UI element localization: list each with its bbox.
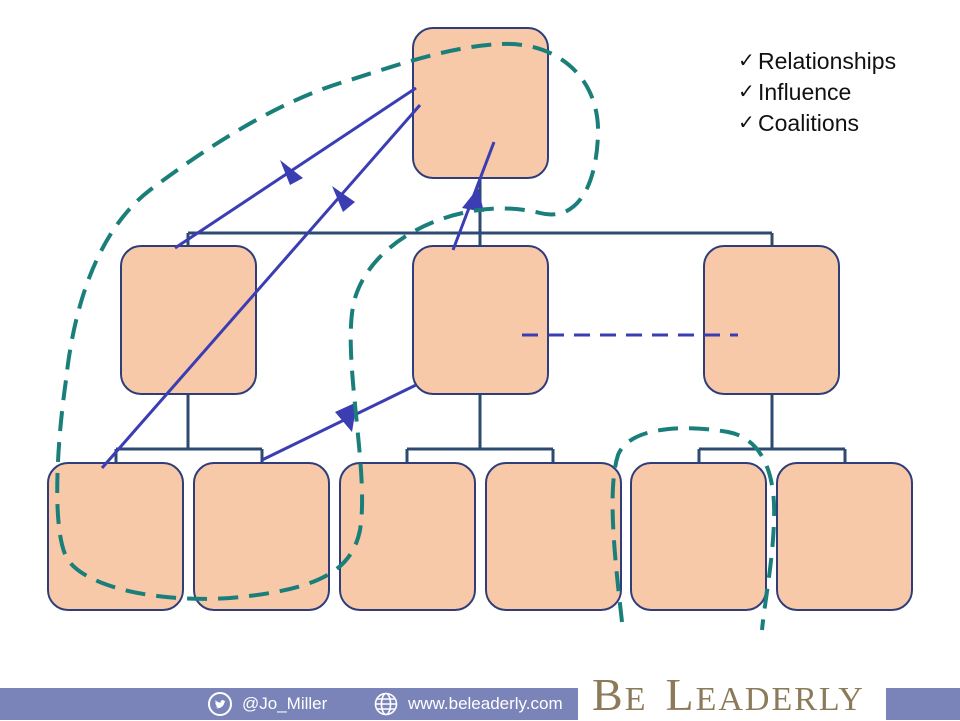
checklist-item: ✓ Relationships [738,46,896,77]
org-box-level3-2 [193,462,330,611]
footer-brand-notch [578,688,886,720]
coalition-outlines [55,41,777,631]
checklist-item-label: Influence [758,79,852,105]
arrow-line-top-to-bottomleft [100,104,422,469]
checklist: ✓ Relationships ✓ Influence ✓ Coalitions [738,46,896,139]
org-box-level3-1 [47,462,184,611]
org-box-level3-3 [339,462,476,611]
arrow-head-middle-to-top [462,188,484,212]
brand-second-initial: L [665,669,696,720]
coalition-outline-small [610,426,777,631]
checkmark-icon: ✓ [738,112,755,134]
website-url: www.beleaderly.com [408,694,563,713]
coalition-outline-large [55,41,601,601]
footer-bar: @Jo_Miller www.beleaderly.com [0,688,960,720]
org-box-level3-6 [776,462,913,611]
globe-icon [374,692,398,716]
arrow-head-top-to-bottomleft [332,186,355,212]
relationship-arrows [100,86,738,469]
org-box-level3-4 [485,462,622,611]
org-box-top [412,27,549,179]
brand-first-initial: B [592,669,625,720]
brand-word-first: BE [592,668,647,721]
org-box-level2-left [120,245,257,395]
brand-second-rest: EADERLY [695,681,865,718]
twitter-icon [208,692,232,716]
arrow-head-middle-to-leaf [335,402,357,432]
org-box-level2-middle [412,245,549,395]
checklist-item: ✓ Influence [738,77,896,108]
checkmark-icon: ✓ [738,50,755,72]
org-box-level2-right [703,245,840,395]
arrow-line-middle-to-leaf [261,383,417,462]
website-link[interactable]: www.beleaderly.com [374,688,563,720]
org-chart-diagram [47,27,913,631]
checklist-item-label: Relationships [758,48,897,74]
brand-logo: BE LEADERLY [592,668,883,720]
arrow-line-top-to-left [174,86,417,250]
checklist-item: ✓ Coalitions [738,108,896,139]
arrow-head-top-to-left [280,160,303,185]
twitter-link[interactable]: @Jo_Miller [208,688,327,720]
brand-word-second: LEADERLY [665,668,864,721]
checkmark-icon: ✓ [738,81,755,103]
brand-first-rest: E [624,681,648,718]
org-connectors [114,178,847,463]
twitter-handle: @Jo_Miller [242,694,328,713]
checklist-item-label: Coalitions [758,110,859,136]
org-box-level3-5 [630,462,767,611]
